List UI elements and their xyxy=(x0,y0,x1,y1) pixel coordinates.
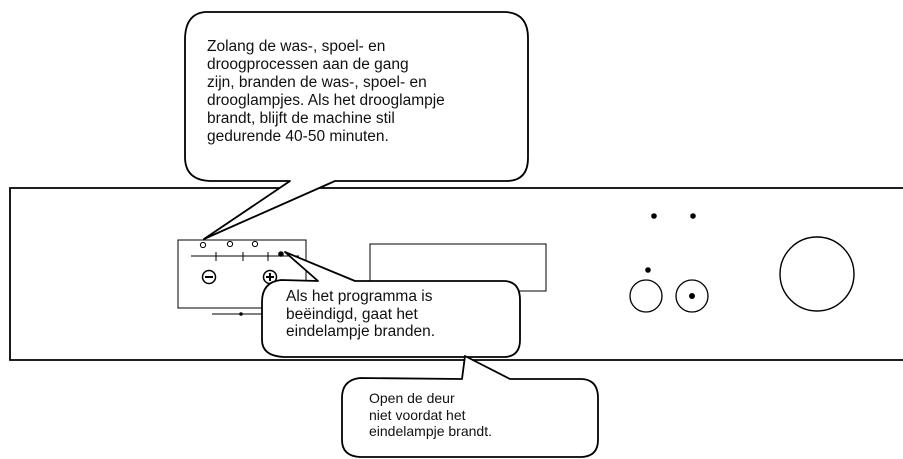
end-lamp xyxy=(278,251,284,257)
button-dot xyxy=(645,267,651,273)
power-button-center xyxy=(689,293,695,299)
callout-text-drying: Zolang de was-, spoel- en droogprocessen… xyxy=(207,38,445,145)
callout-text-door: Open de deur niet voordat het eindelampj… xyxy=(369,390,492,439)
dry-lamp xyxy=(251,240,259,248)
slider-knob xyxy=(239,312,243,316)
callout-bubble-end-lamp xyxy=(261,251,521,358)
program-knob xyxy=(779,236,855,312)
start-button xyxy=(629,279,663,313)
callout-bubble-door xyxy=(341,355,599,458)
top-dot-left xyxy=(651,213,657,219)
plus-button-icon xyxy=(262,269,278,285)
indicator-panel xyxy=(177,239,307,309)
callout-text-end-lamp: Als het programma is beëindigd, gaat het… xyxy=(286,288,436,340)
wash-lamp xyxy=(199,241,207,249)
callout-bubble-drying xyxy=(184,11,529,240)
rinse-lamp xyxy=(226,240,234,248)
top-dot-right xyxy=(690,213,696,219)
control-panel-outline xyxy=(9,187,903,361)
minus-button-icon xyxy=(201,269,217,285)
